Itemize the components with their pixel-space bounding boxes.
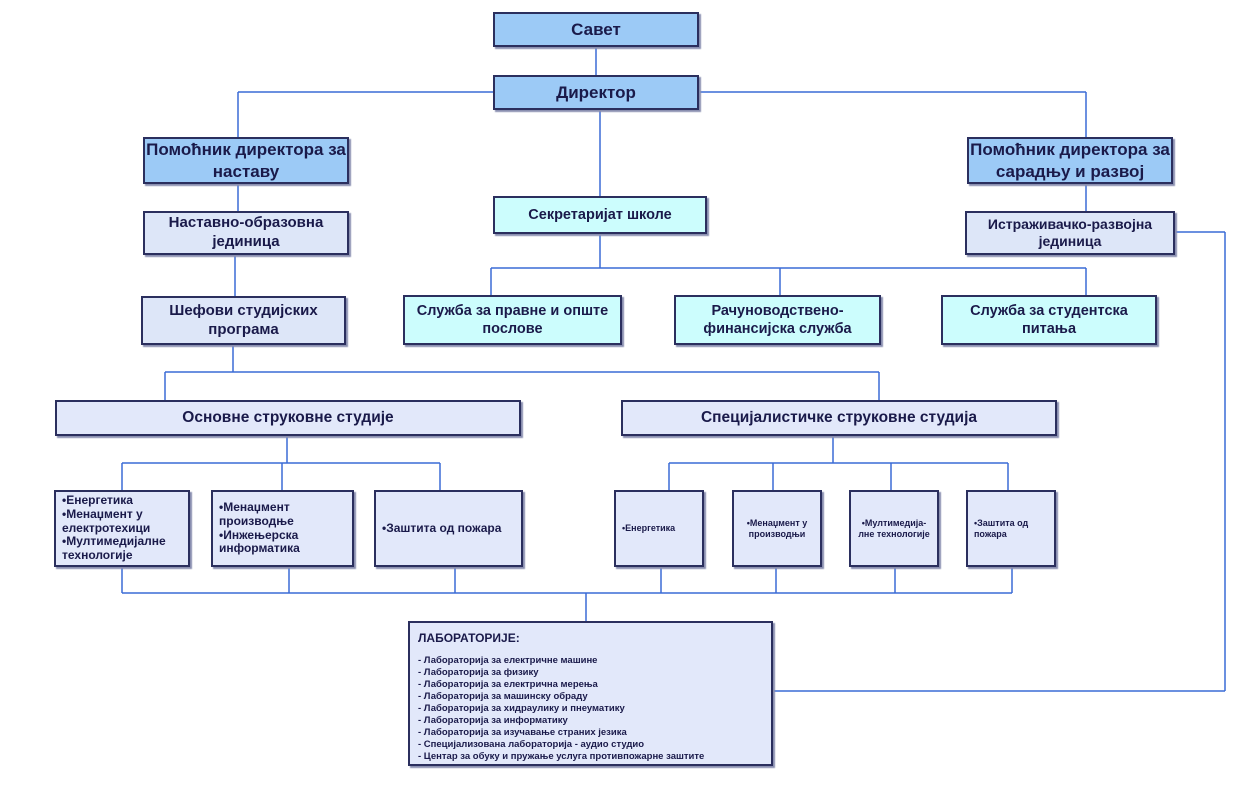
pomocnik-nastava-box: Помоћник директора за наставу <box>143 137 349 184</box>
lab-item: - Лабораторија за хидраулику и пнеуматик… <box>418 703 625 714</box>
program-box: Заштита од пожара <box>374 490 523 567</box>
racunovodstvo-label: Рачуноводствено-финансијска служба <box>703 302 852 337</box>
program-box: Мултимедија-лне технологије <box>849 490 939 567</box>
program-item: Заштита од пожара <box>974 518 1048 539</box>
specijalisticke-label: Специјалистичке струковне студија <box>700 409 978 427</box>
sefovi-label: Шефови студијских програма <box>169 301 318 338</box>
osnovne-label: Основне струковне студије <box>182 409 394 427</box>
direktor-label: Директор <box>556 82 636 102</box>
lab-item: - Лабораторија за физику <box>418 667 539 678</box>
labs-title: ЛАБОРАТОРИЈЕ: <box>418 631 520 645</box>
program-list: Мултимедија-лне технологије <box>857 518 931 539</box>
lab-item: - Специјализована лабораторија - аудио с… <box>418 739 645 750</box>
pravne-box: Служба за правне и опште послове <box>403 295 622 345</box>
program-list: Менаџмент у производњи <box>740 518 814 539</box>
program-item: Менаџмент у електротехици <box>62 507 182 536</box>
program-list: Заштита од пожара <box>974 518 1048 539</box>
pravne-label: Служба за правне и опште послове <box>416 302 609 337</box>
savet-box: Савет <box>493 12 699 47</box>
nastavno-box: Наставно-образовна јединица <box>143 211 349 255</box>
istrazivacko-box: Истраживачко-развојна јединица <box>965 211 1175 255</box>
sekretarijat-box: Секретаријат школе <box>493 196 707 234</box>
racunovodstvo-box: Рачуноводствено-финансијска служба <box>674 295 881 345</box>
program-list: Енергетика Менаџмент у електротехици Мул… <box>62 493 182 563</box>
program-item: Инжењерска информатика <box>219 528 346 557</box>
program-item: Енергетика <box>622 523 675 533</box>
lab-item: - Лабораторија за изучавање страних јези… <box>418 727 627 738</box>
program-box: Заштита од пожара <box>966 490 1056 567</box>
program-item: Мултимедија-лне технологије <box>857 518 931 539</box>
studentska-box: Служба за студентска питања <box>941 295 1157 345</box>
lab-item: - Центар за обуку и пружање услуга проти… <box>418 751 705 762</box>
lab-item: - Лабораторија за електрична мерења <box>418 679 598 690</box>
program-item: Енергетика <box>62 493 182 508</box>
sekretarijat-label: Секретаријат школе <box>528 206 672 223</box>
program-box: Енергетика <box>614 490 704 567</box>
direktor-box: Директор <box>493 75 699 110</box>
studentska-label: Служба за студентска питања <box>970 302 1128 337</box>
pomocnik-razvoj-label: Помоћник директора за сарадњу и развој <box>970 140 1170 181</box>
specijalisticke-box: Специјалистичке струковне студија <box>621 400 1057 436</box>
program-list: Заштита од пожара <box>382 521 501 536</box>
pomocnik-nastava-label: Помоћник директора за наставу <box>146 140 346 181</box>
program-list: Менаџмент производње Инжењерска информат… <box>219 500 346 557</box>
program-box: Менаџмент производње Инжењерска информат… <box>211 490 354 567</box>
program-item: Менаџмент производње <box>219 500 346 529</box>
lab-item: - Лабораторија за машинску обраду <box>418 691 588 702</box>
lab-item: - Лабораторија за електричне машине <box>418 655 598 666</box>
lab-item: - Лабораторија за информатику <box>418 715 568 726</box>
program-item: Заштита од пожара <box>382 521 501 536</box>
sefovi-box: Шефови студијских програма <box>141 296 346 345</box>
program-item: Мултимедијалне технологије <box>62 535 182 563</box>
savet-label: Савет <box>571 19 621 39</box>
program-item: Менаџмент у производњи <box>740 518 814 539</box>
labs-box: ЛАБОРАТОРИЈЕ: - Лабораторија за електрич… <box>408 621 773 766</box>
osnovne-box: Основне струковне студије <box>55 400 521 436</box>
program-box: Енергетика Менаџмент у електротехици Мул… <box>54 490 190 567</box>
program-list: Енергетика <box>622 523 675 533</box>
istrazivacko-label: Истраживачко-развојна јединица <box>987 215 1153 250</box>
nastavno-label: Наставно-образовна јединица <box>168 214 324 250</box>
pomocnik-razvoj-box: Помоћник директора за сарадњу и развој <box>967 137 1173 184</box>
program-box: Менаџмент у производњи <box>732 490 822 567</box>
